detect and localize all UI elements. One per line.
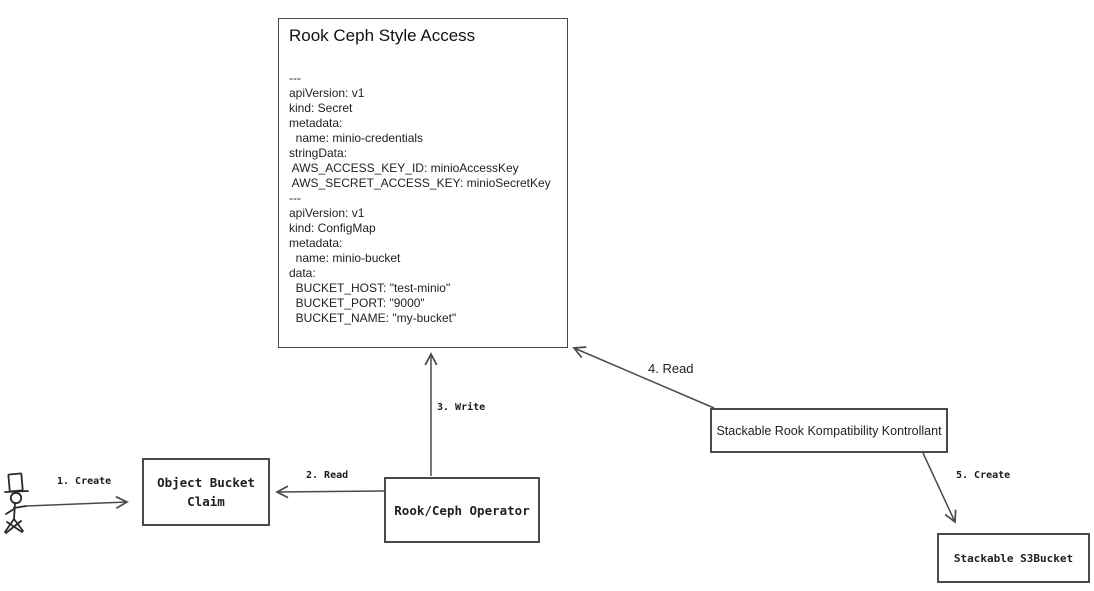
arrow-2-read (275, 485, 385, 499)
edge-label-2-read: 2. Read (306, 470, 349, 481)
rook-ceph-operator-label: Rook/Ceph Operator (394, 502, 530, 518)
edge-label-1-create: 1. Create (57, 476, 112, 487)
rook-box-title: Rook Ceph Style Access (289, 26, 476, 45)
node-stackable-s3bucket: Stackable S3Bucket (937, 533, 1090, 583)
user-stick-figure-icon (4, 472, 29, 534)
object-bucket-claim-label: Object Bucket Claim (157, 474, 255, 509)
edge-label-5-create: 5. Create (956, 470, 1011, 481)
stackable-kontrollant-label: Stackable Rook Kompatibility Kontrollant (716, 423, 942, 438)
edge-label-4-read: 4. Read (648, 361, 694, 376)
edge-label-3-write: 3. Write (437, 402, 486, 413)
stackable-s3bucket-label: Stackable S3Bucket (953, 551, 1074, 565)
node-rook-ceph-style-access: Rook Ceph Style Access --- apiVersion: v… (278, 18, 568, 348)
node-stackable-kontrollant: Stackable Rook Kompatibility Kontrollant (710, 408, 948, 453)
arrow-5-create (922, 452, 957, 524)
arrow-4-read (572, 346, 715, 409)
node-object-bucket-claim: Object Bucket Claim (142, 458, 270, 526)
yaml-manifest-text: --- apiVersion: v1 kind: Secret metadata… (289, 71, 551, 325)
node-rook-ceph-operator: Rook/Ceph Operator (384, 477, 540, 543)
arrow-1-create (25, 495, 129, 509)
